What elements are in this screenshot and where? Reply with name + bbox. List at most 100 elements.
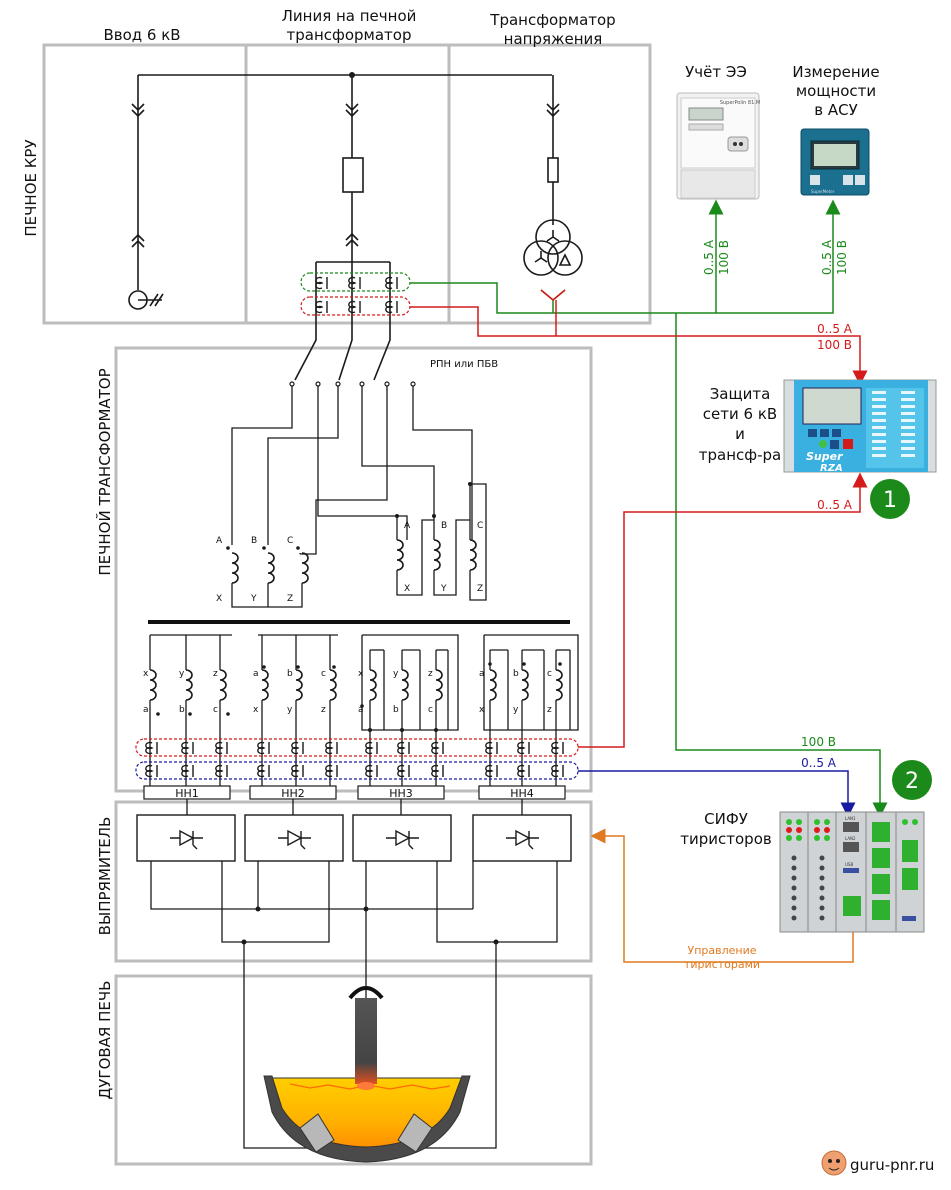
lv-group-3-name: НН3 bbox=[389, 787, 413, 800]
lv4-top-2: c bbox=[547, 669, 552, 679]
power-current: 0..5 А bbox=[820, 239, 834, 275]
power-title-1: Измерение bbox=[792, 63, 879, 81]
meter-voltage: 100 В bbox=[717, 240, 731, 275]
hv-left-label-y: Y bbox=[250, 594, 257, 604]
lv2-bot-1: y bbox=[287, 705, 293, 715]
protection-title-2: сети 6 кВ bbox=[703, 405, 777, 423]
sifu-controller: СИФУ тиристоров LAN1 LAN2 USB bbox=[680, 810, 925, 933]
power-voltage: 100 В bbox=[835, 240, 849, 275]
hv-left-label-z: Z bbox=[287, 594, 293, 604]
badge-2-number: 2 bbox=[905, 769, 919, 794]
lv-group-1-name: НН1 bbox=[175, 787, 199, 800]
lv2-bot-0: x bbox=[253, 705, 259, 715]
lv1-bot-2: c bbox=[213, 705, 218, 715]
lv-group-4-name: НН4 bbox=[510, 787, 534, 800]
lv2-top-0: a bbox=[253, 669, 259, 679]
meter-title: Учёт ЭЭ bbox=[685, 63, 747, 81]
meter-brand: SuperPolin 81.M bbox=[720, 100, 760, 106]
lv2-top-1: b bbox=[287, 669, 293, 679]
arc-furnace bbox=[263, 986, 471, 1163]
kru-current-transformers bbox=[300, 272, 411, 316]
protection-in-current: 0..5 А bbox=[817, 322, 853, 336]
lv-protection-wire bbox=[578, 472, 868, 748]
hv-right-label-c: C bbox=[477, 521, 483, 531]
column-vt-title-2: напряжения bbox=[504, 30, 603, 48]
power-title-2: мощности bbox=[796, 82, 876, 100]
lv-current-transformers bbox=[135, 738, 579, 780]
hv-right-label-x: X bbox=[404, 584, 410, 594]
meter-current: 0..5 А bbox=[702, 239, 716, 275]
lv4-top-1: b bbox=[513, 669, 519, 679]
hv-left-label-c: C bbox=[287, 536, 293, 546]
hv-right-label-b: B bbox=[441, 521, 447, 531]
lv4-bot-0: x bbox=[479, 705, 485, 715]
watermark-text: guru-pnr.ru bbox=[850, 1156, 934, 1174]
power-title-3: в АСУ bbox=[814, 101, 857, 119]
lv3-bot-2: c bbox=[428, 705, 433, 715]
hv-left-label-x: X bbox=[216, 594, 222, 604]
column-line-title-1: Линия на печной bbox=[282, 7, 417, 25]
tap-changer-label: РПН или ПБВ bbox=[430, 359, 498, 370]
transformer-hv-side: РПН или ПБВ A B C X Y Z bbox=[216, 330, 498, 608]
protection-title-4: трансф-ра bbox=[699, 446, 781, 464]
sifu-usb: USB bbox=[845, 862, 853, 867]
column-input-title: Ввод 6 кВ bbox=[103, 26, 180, 44]
hv-right-label-z: Z bbox=[477, 584, 483, 594]
protection-brand-1: Super bbox=[806, 450, 843, 463]
lv3-top-0: x bbox=[358, 669, 364, 679]
power-brand: SuperMeter bbox=[811, 189, 835, 194]
protection-out-current: 0..5 А bbox=[817, 498, 853, 512]
lv1-bot-1: b bbox=[179, 705, 185, 715]
lv2-bot-2: z bbox=[321, 705, 326, 715]
rectifier-bridges bbox=[136, 799, 572, 1149]
kru-label: ПЕЧНОЕ КРУ bbox=[22, 139, 40, 236]
sifu-title-1: СИФУ bbox=[704, 810, 748, 828]
badge-1-number: 1 bbox=[883, 488, 897, 513]
lv4-top-0: a bbox=[479, 669, 485, 679]
hv-left-label-b: B bbox=[251, 536, 257, 546]
lv1-top-1: y bbox=[179, 669, 185, 679]
energy-meter: Учёт ЭЭ SuperPolin 81.M bbox=[676, 63, 760, 200]
transformer-label: ПЕЧНОЙ ТРАНСФОРМАТОР bbox=[95, 368, 114, 575]
control-label-1: Управление bbox=[687, 944, 756, 957]
furnace-label: ДУГОВАЯ ПЕЧЬ bbox=[96, 981, 114, 1100]
thyristor-control-wire bbox=[590, 828, 854, 963]
column-vt-title-1: Трансформатор bbox=[489, 11, 615, 29]
protection-in-voltage: 100 В bbox=[817, 338, 852, 352]
sifu-lan1: LAN1 bbox=[845, 816, 856, 821]
power-measurement: Измерение мощности в АСУ SuperMeter bbox=[792, 63, 880, 196]
sifu-title-2: тиристоров bbox=[680, 830, 771, 848]
hv-left-label-a: A bbox=[216, 536, 223, 546]
kru-bus bbox=[128, 72, 583, 330]
column-line-title-2: трансформатор bbox=[287, 26, 412, 44]
lv4-bot-1: y bbox=[513, 705, 519, 715]
watermark: guru-pnr.ru bbox=[821, 1150, 934, 1176]
sifu-current: 0..5 А bbox=[801, 756, 837, 770]
sifu-lan2: LAN2 bbox=[845, 836, 856, 841]
protection-brand-2: RZA bbox=[820, 463, 843, 474]
lv3-bot-0: a bbox=[358, 705, 364, 715]
lv-group-2-name: НН2 bbox=[281, 787, 305, 800]
sifu-voltage: 100 В bbox=[801, 735, 836, 749]
rectifier-label: ВЫПРЯМИТЕЛЬ bbox=[96, 817, 114, 936]
lv-sifu-wire bbox=[578, 770, 856, 818]
transformer-panel bbox=[114, 346, 593, 793]
protection-wires bbox=[410, 289, 868, 386]
lv1-top-2: z bbox=[213, 669, 218, 679]
lv1-bot-0: a bbox=[143, 705, 149, 715]
lv2-top-2: c bbox=[321, 669, 326, 679]
lv3-top-1: y bbox=[393, 669, 399, 679]
protection-title-3: и bbox=[735, 425, 745, 443]
lv3-top-2: z bbox=[428, 669, 433, 679]
control-label-2: тиристорами bbox=[684, 958, 760, 971]
hv-right-label-a: A bbox=[404, 521, 411, 531]
lv4-bot-2: z bbox=[547, 705, 552, 715]
protection-relay: Защита сети 6 кВ и трансф-ра Super RZA bbox=[699, 379, 937, 474]
lv3-bot-1: b bbox=[393, 705, 399, 715]
badge-2 bbox=[892, 760, 932, 800]
protection-title-1: Защита bbox=[710, 385, 771, 403]
badge-1 bbox=[870, 479, 910, 519]
hv-right-label-y: Y bbox=[440, 584, 447, 594]
lv-group-labels: НН1 НН2 НН3 НН4 bbox=[143, 785, 566, 800]
